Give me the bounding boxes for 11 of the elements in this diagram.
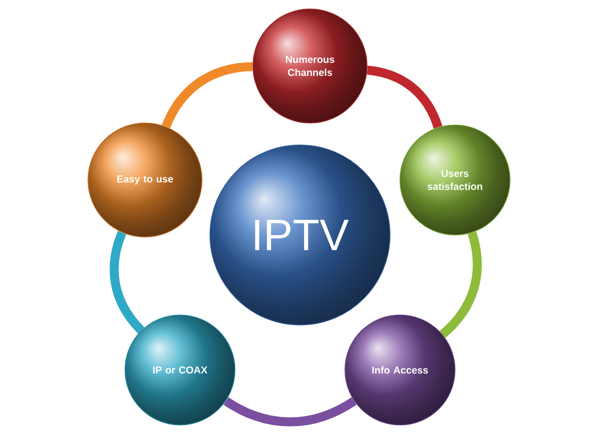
circle-node: Info Access [344, 314, 456, 426]
circle-node: IP or COAX [124, 314, 236, 426]
ring-arc [162, 62, 253, 128]
circle-node: Users satisfaction [400, 124, 510, 236]
ring-arc [440, 232, 482, 338]
circle-node: IPTV [210, 144, 390, 326]
ring-arc [366, 66, 442, 129]
ring-arc [110, 231, 145, 334]
circle-node: Easy to use [88, 122, 202, 238]
ring-arc [224, 397, 356, 426]
circle-node: Numerous Channels [252, 8, 368, 124]
